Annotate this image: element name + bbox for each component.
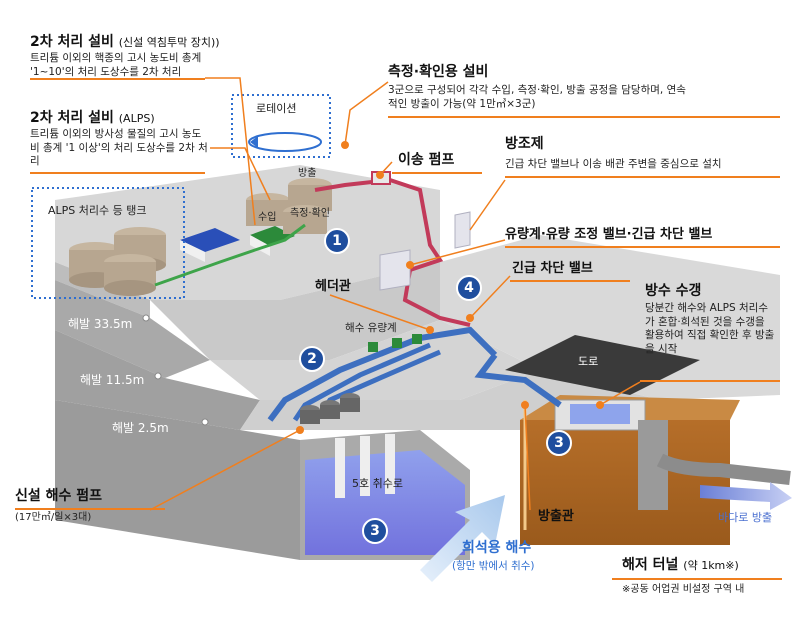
underline-seawall [505,176,780,178]
step-badge-2: 2 [299,346,325,372]
shaft-water [570,404,630,424]
elevation-2-5: 해발 2.5m [112,421,169,435]
tank-measure-label: 측정·확인 [290,208,330,219]
ro-building-wall [250,235,270,256]
leader-dots [296,141,604,434]
underline-tunnel [612,578,782,580]
step-badge-4: 4 [456,275,482,301]
underline-secondary-alps [30,172,205,174]
tank-receive-label: 수입 [258,212,277,223]
secondary-alps-title: 2차 처리 설비 (ALPS) [30,110,155,126]
alps-tank-box [31,187,185,299]
seawater-flowmeter [412,334,422,344]
cliff-upper [55,280,210,378]
seawater-flowmeter [392,338,402,348]
underline-emergency-valve [510,280,630,282]
intake-divider [385,434,395,494]
leader-lines [149,77,641,511]
underline-secondary-new [30,78,205,80]
intake-label: 5호 취수로 [352,477,403,490]
rotation-arrow [248,132,322,152]
cliff-middle [55,330,260,430]
slope-upper [150,262,440,360]
alps-tank-label: ALPS 처리수 등 탱크 [48,204,147,217]
rotation-label: 로테이션 [256,102,297,115]
transfer-pump-label: 이송 펌프 [398,152,455,168]
header-pipe-label: 헤더관 [315,279,351,294]
seawater-pump [340,398,360,412]
alps-green-pipe [154,223,306,287]
underline-shaft [640,380,780,382]
flow-valve-label: 유량계·유량 조정 밸브·긴급 차단 밸브 [505,227,713,242]
shaft-desc: 당분간 해수와 ALPS 처리수가 혼합·희석된 것을 수갱을 활용하여 직접 … [645,302,775,355]
underline-transfer-pump [392,172,482,174]
emergency-valve-label: 긴급 차단 밸브 [512,261,593,276]
elevation-dots [142,314,209,426]
step-badge-3-intake: 3 [362,518,388,544]
secondary-alps-desc: 트리튬 이외의 방사성 물질의 고시 농도비 총계 '1 이상'의 처리 도상수… [30,128,208,168]
measurement-desc: 3군으로 구성되어 각각 수입, 측정·확인, 방출 공정을 담당하며, 연속적… [388,84,686,110]
header-pipe [267,326,498,422]
to-sea-label: 바다로 방출 [718,511,773,524]
cliff-lower [55,400,300,560]
treated-water-pipe [314,177,471,327]
step-badge-3-shaft: 3 [546,430,572,456]
header-to-shaft-pipe [474,353,562,408]
elevation-33-5: 해발 33.5m [68,317,133,331]
middle-tier [210,320,540,400]
seawall-desc: 긴급 차단 밸브나 이송 배관 주변을 중심으로 설치 [505,158,722,170]
elevation-11-5: 해발 11.5m [80,373,145,387]
intake-divider [335,438,345,498]
underline-flow-valve [505,246,780,248]
tank-release-label: 방출 [298,168,317,179]
underline-new-pump [15,508,165,510]
footnote: ※공동 어업권 비설정 구역 내 [622,584,745,595]
seawater-pump [300,410,320,424]
step-badge-1: 1 [324,228,350,254]
right-ground [440,235,780,400]
seawall-title: 방조제 [505,136,544,152]
measurement-title: 측정·확인용 설비 [388,64,489,80]
discharge-pipe-label: 방출관 [538,509,574,524]
dilution-arrow [420,495,505,582]
seabed-tunnel-pipe [656,453,791,485]
new-pump-title: 신설 해수 펌프 [15,488,103,504]
seawall-block [379,249,411,291]
seawater-flowmeter-label: 해수 유량계 [345,322,397,334]
seawater-pump [320,405,340,419]
dilution-sub: (항만 밖에서 취수) [452,560,535,572]
secondary-new-title: 2차 처리 설비 (신설 역침투막 장치)) [30,34,220,50]
dilution-title: 희석용 해수 [462,540,532,556]
earth-cross-section [520,410,730,545]
to-sea-arrow [700,482,792,510]
alps-building [180,228,240,252]
intake-divider [360,436,370,496]
alps-building-wall [180,240,205,262]
new-pump-sub: (17만㎥/일×3대) [15,512,92,523]
underline-measurement [388,116,780,118]
rotation-arrowhead [250,136,258,148]
alps-tank-group [69,227,166,296]
seawall-block [454,211,471,249]
secondary-new-desc: 트리튬 이외의 핵종의 고시 농도비 총계 '1~10'의 처리 도상수를 2차… [30,52,202,78]
road-label: 도로 [578,355,599,368]
tunnel-title: 해저 터널 (약 1km※) [622,557,739,573]
seawater-flowmeter [368,342,378,352]
shaft-title: 방수 수갱 [645,283,702,299]
